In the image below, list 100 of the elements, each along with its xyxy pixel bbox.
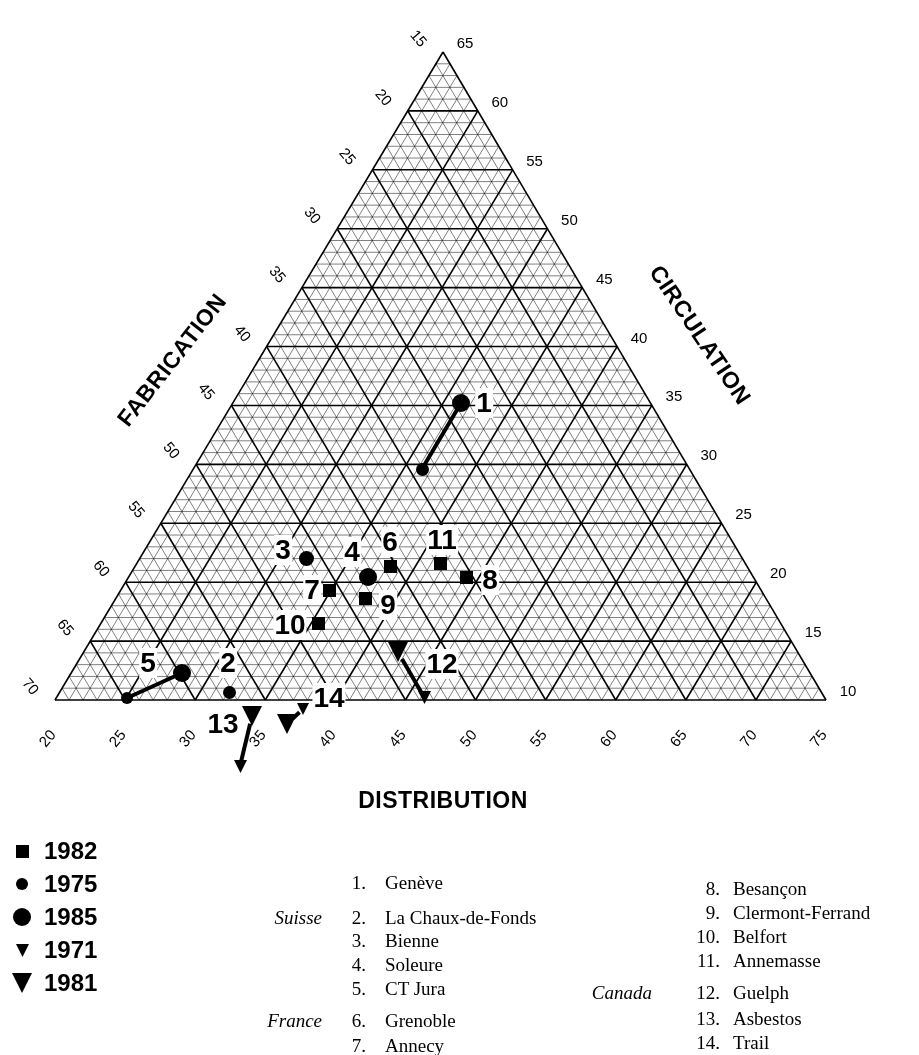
legend-label: 1971: [44, 938, 98, 962]
tick-label: 60: [491, 93, 509, 109]
tick-label: 25: [735, 505, 752, 521]
list-number: 6.: [351, 1010, 366, 1030]
tick-label: 20: [770, 564, 787, 580]
city-name: Annecy: [385, 1035, 445, 1055]
list-number: 13.: [696, 1008, 720, 1028]
connector-line: [291, 710, 301, 720]
point-number: 5: [139, 648, 157, 678]
point-number: 6: [381, 527, 399, 557]
point-number: 11: [426, 525, 458, 555]
square-marker: [311, 616, 325, 630]
square-marker: [358, 591, 372, 605]
tick-label: 30: [700, 446, 718, 462]
circle-marker: [415, 462, 429, 476]
country-label: France: [267, 1010, 322, 1030]
tick-label: 75: [806, 726, 830, 750]
tick-label: 55: [125, 498, 148, 521]
point-number: 10: [273, 610, 307, 640]
point-number: 8: [481, 565, 499, 595]
triangle-marker: [233, 759, 247, 773]
list-number: 2.: [351, 907, 366, 927]
circle-marker: [222, 685, 236, 699]
connector-line: [422, 408, 460, 466]
tick-label: 50: [456, 726, 479, 750]
tick-label: 25: [337, 144, 360, 168]
tick-label: 70: [736, 726, 759, 750]
point-number: 3: [274, 535, 292, 565]
tick-label: 35: [266, 262, 289, 285]
square-marker: [383, 559, 397, 573]
point-number: 9: [379, 590, 397, 620]
city-name: CT Jura: [385, 978, 446, 998]
legend-label: 1982: [44, 839, 98, 863]
tick-label: 60: [596, 726, 619, 750]
tick-label: 25: [105, 726, 129, 750]
point-number: 4: [343, 537, 361, 567]
tick-label: 45: [386, 726, 409, 750]
triangle-marker: [242, 706, 262, 726]
tick-label: 10: [839, 682, 857, 698]
city-name: Genève: [385, 872, 444, 892]
tick-label: 15: [407, 26, 431, 50]
list-number: 10.: [696, 926, 720, 946]
triangle-marker: [417, 690, 431, 704]
city-name: Belfort: [733, 926, 787, 946]
connector-line: [130, 674, 177, 698]
connector-line: [239, 723, 253, 762]
tick-label: 65: [55, 615, 78, 639]
tick-label: 50: [160, 439, 184, 462]
legend-label: 1981: [44, 971, 98, 995]
city-name: Grenoble: [385, 1010, 456, 1030]
list-number: 5.: [351, 978, 366, 998]
circle-marker: [452, 394, 470, 412]
list-number: 1.: [351, 872, 366, 892]
tick-label: 15: [804, 623, 822, 639]
city-name: Bienne: [385, 930, 439, 950]
list-number: 9.: [705, 902, 720, 922]
city-name: La Chaux-de-Fonds: [385, 907, 537, 927]
connector-line: [400, 657, 424, 694]
list-number: 4.: [351, 954, 366, 974]
point-number: 1: [475, 388, 493, 418]
tick-label: 55: [526, 726, 549, 750]
city-name: Trail: [733, 1032, 770, 1052]
tick-label: 65: [666, 726, 689, 750]
list-number: 3.: [351, 930, 366, 950]
tick-label: 55: [526, 152, 543, 168]
axis-title: DISTRIBUTION: [358, 788, 528, 812]
circle-marker: [359, 568, 377, 586]
square-marker: [322, 583, 336, 597]
tick-label: 40: [316, 726, 339, 750]
tick-label: 45: [595, 270, 613, 286]
city-name: Besançon: [733, 878, 807, 898]
city-name: Clermont-Ferrand: [733, 902, 871, 922]
triangle-marker: [388, 642, 408, 662]
list-number: 8.: [705, 878, 720, 898]
city-name: Annemasse: [733, 950, 821, 970]
list-number: 14.: [696, 1032, 720, 1052]
tick-label: 30: [302, 203, 325, 226]
triangle-marker: [277, 714, 297, 734]
tick-label: 70: [19, 674, 43, 698]
tick-label: 40: [231, 321, 254, 344]
tick-label: 50: [561, 211, 578, 227]
square-marker: [433, 556, 447, 570]
country-label: Canada: [591, 982, 652, 1002]
tick-label: 30: [176, 726, 199, 750]
point-number: 12: [425, 649, 459, 679]
legend-label: 1975: [44, 872, 98, 896]
country-label: Suisse: [274, 907, 322, 927]
tick-label: 60: [90, 556, 113, 580]
tick-label: 20: [372, 85, 395, 109]
tick-label: 20: [35, 726, 59, 750]
legend-label: 1985: [44, 905, 98, 929]
list-number: 7.: [351, 1035, 366, 1055]
triangle-marker: [297, 703, 309, 715]
list-number: 11.: [696, 950, 720, 970]
tick-label: 40: [630, 329, 648, 345]
point-number: 2: [219, 648, 237, 678]
tick-label: 65: [456, 34, 474, 50]
city-name: Asbestos: [733, 1008, 802, 1028]
circle-marker: [298, 550, 314, 566]
point-number: 7: [303, 575, 321, 605]
